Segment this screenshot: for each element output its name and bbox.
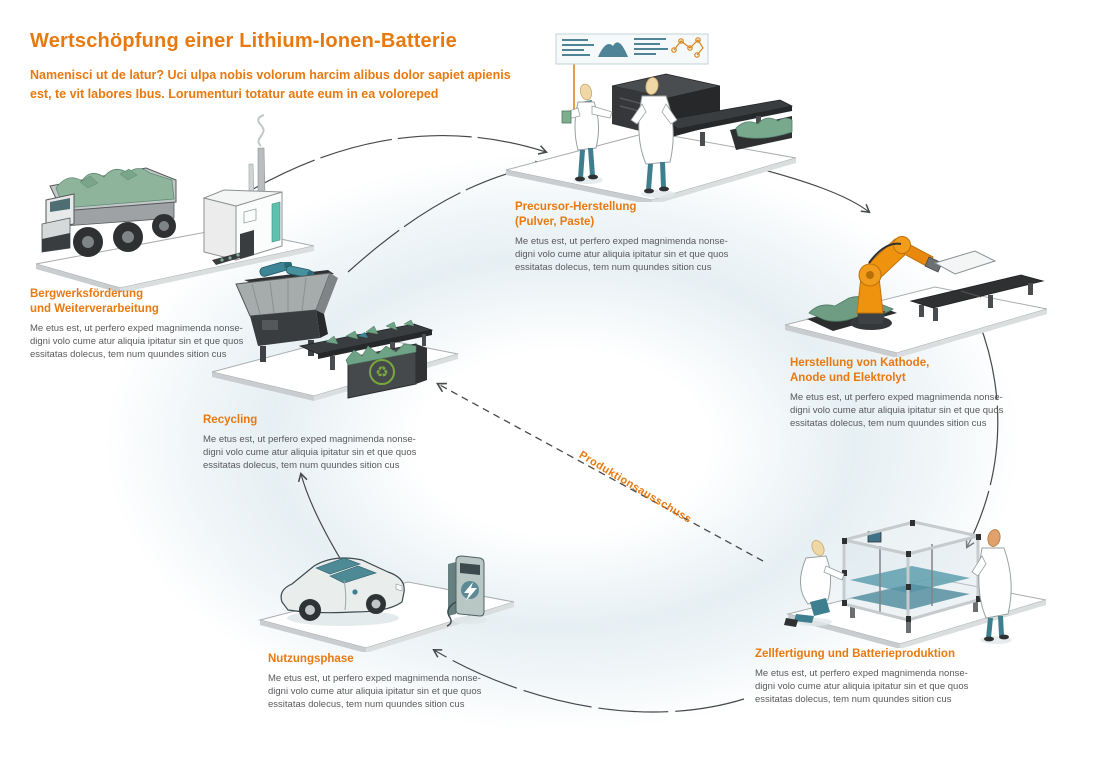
platform [784, 286, 1048, 357]
usage-phase-illustration [258, 555, 515, 652]
station-title-recycling: Recycling [203, 414, 258, 426]
worker-kneeling [784, 540, 845, 627]
recycle-icon: ♻ [375, 363, 388, 381]
station-body-precursor: Me etus est, ut perfero exped magnimenda… [515, 235, 729, 274]
scientist-left [561, 83, 613, 184]
cell-assembly-illustration [784, 520, 1047, 648]
station-title-precursor: Precursor-Herstellung (Pulver, Paste) [515, 201, 637, 228]
factory-building [202, 114, 283, 265]
charging-station [446, 555, 487, 627]
info-board [555, 33, 709, 116]
green-shreds [325, 319, 415, 345]
robot-arm [850, 236, 997, 330]
car-side-window [329, 565, 377, 584]
scientist-right [630, 77, 678, 198]
lightning-icon [464, 582, 477, 601]
recycling-bin: ♻ [345, 343, 427, 399]
page-subtitle: Namenisci ut de latur? Uci ulpa nobis vo… [30, 68, 511, 101]
green-paste [735, 117, 793, 139]
station-body-electrodes: Me etus est, ut perfero exped magnimenda… [790, 391, 1004, 430]
recycle-icon-ring [369, 359, 395, 385]
dump-truck [41, 167, 177, 257]
molecule-icon [671, 37, 704, 58]
station-title-cells: Zellfertigung und Batterieproduktion [755, 648, 955, 660]
station-caption-mining: Bergwerksförderung und Weiterverarbeitun… [30, 287, 245, 361]
car-windshield [315, 557, 361, 575]
glass-cage-machine [842, 520, 981, 633]
station-body-cells: Me etus est, ut perfero exped magnimenda… [755, 667, 969, 706]
station-caption-recycling: Recycling Me etus est, ut perfero exped … [203, 413, 418, 472]
robot-arm-illustration [784, 236, 1048, 357]
page-title: Wertschöpfung einer Lithium-Ionen-Batter… [30, 30, 457, 52]
shredder-machine [235, 262, 338, 362]
station-caption-cells: Zellfertigung und Batterieproduktion Me … [755, 647, 970, 706]
worker-standing [971, 529, 1012, 644]
electric-car [280, 557, 405, 626]
charge-port [352, 589, 358, 595]
powder-pile-icon [598, 42, 628, 57]
battery-cylinder [259, 262, 293, 277]
smoke-icon [257, 114, 265, 147]
precursor-lab-illustration [505, 33, 797, 202]
station-title-electrodes: Herstellung von Kathode, Anode und Elekt… [790, 357, 930, 384]
recycling-illustration: ♻ [211, 262, 459, 401]
station-body-recycling: Me etus est, ut perfero exped magnimenda… [203, 433, 417, 472]
mining-truck-and-plant-illustration [35, 114, 315, 292]
station-title-usage: Nutzungsphase [268, 653, 354, 665]
station-caption-precursor: Precursor-Herstellung (Pulver, Paste) Me… [515, 200, 730, 274]
station-caption-usage: Nutzungsphase Me etus est, ut perfero ex… [268, 652, 483, 711]
station-body-usage: Me etus est, ut perfero exped magnimenda… [268, 672, 482, 711]
ore-load [55, 168, 175, 209]
station-title-mining: Bergwerksförderung und Weiterverarbeitun… [30, 288, 159, 315]
electrode-sheet [933, 250, 997, 275]
station-caption-electrodes: Herstellung von Kathode, Anode und Elekt… [790, 356, 1005, 430]
station-body-mining: Me etus est, ut perfero exped magnimenda… [30, 322, 244, 361]
sample-cup [561, 110, 572, 124]
conveyor-bench [909, 274, 1045, 321]
